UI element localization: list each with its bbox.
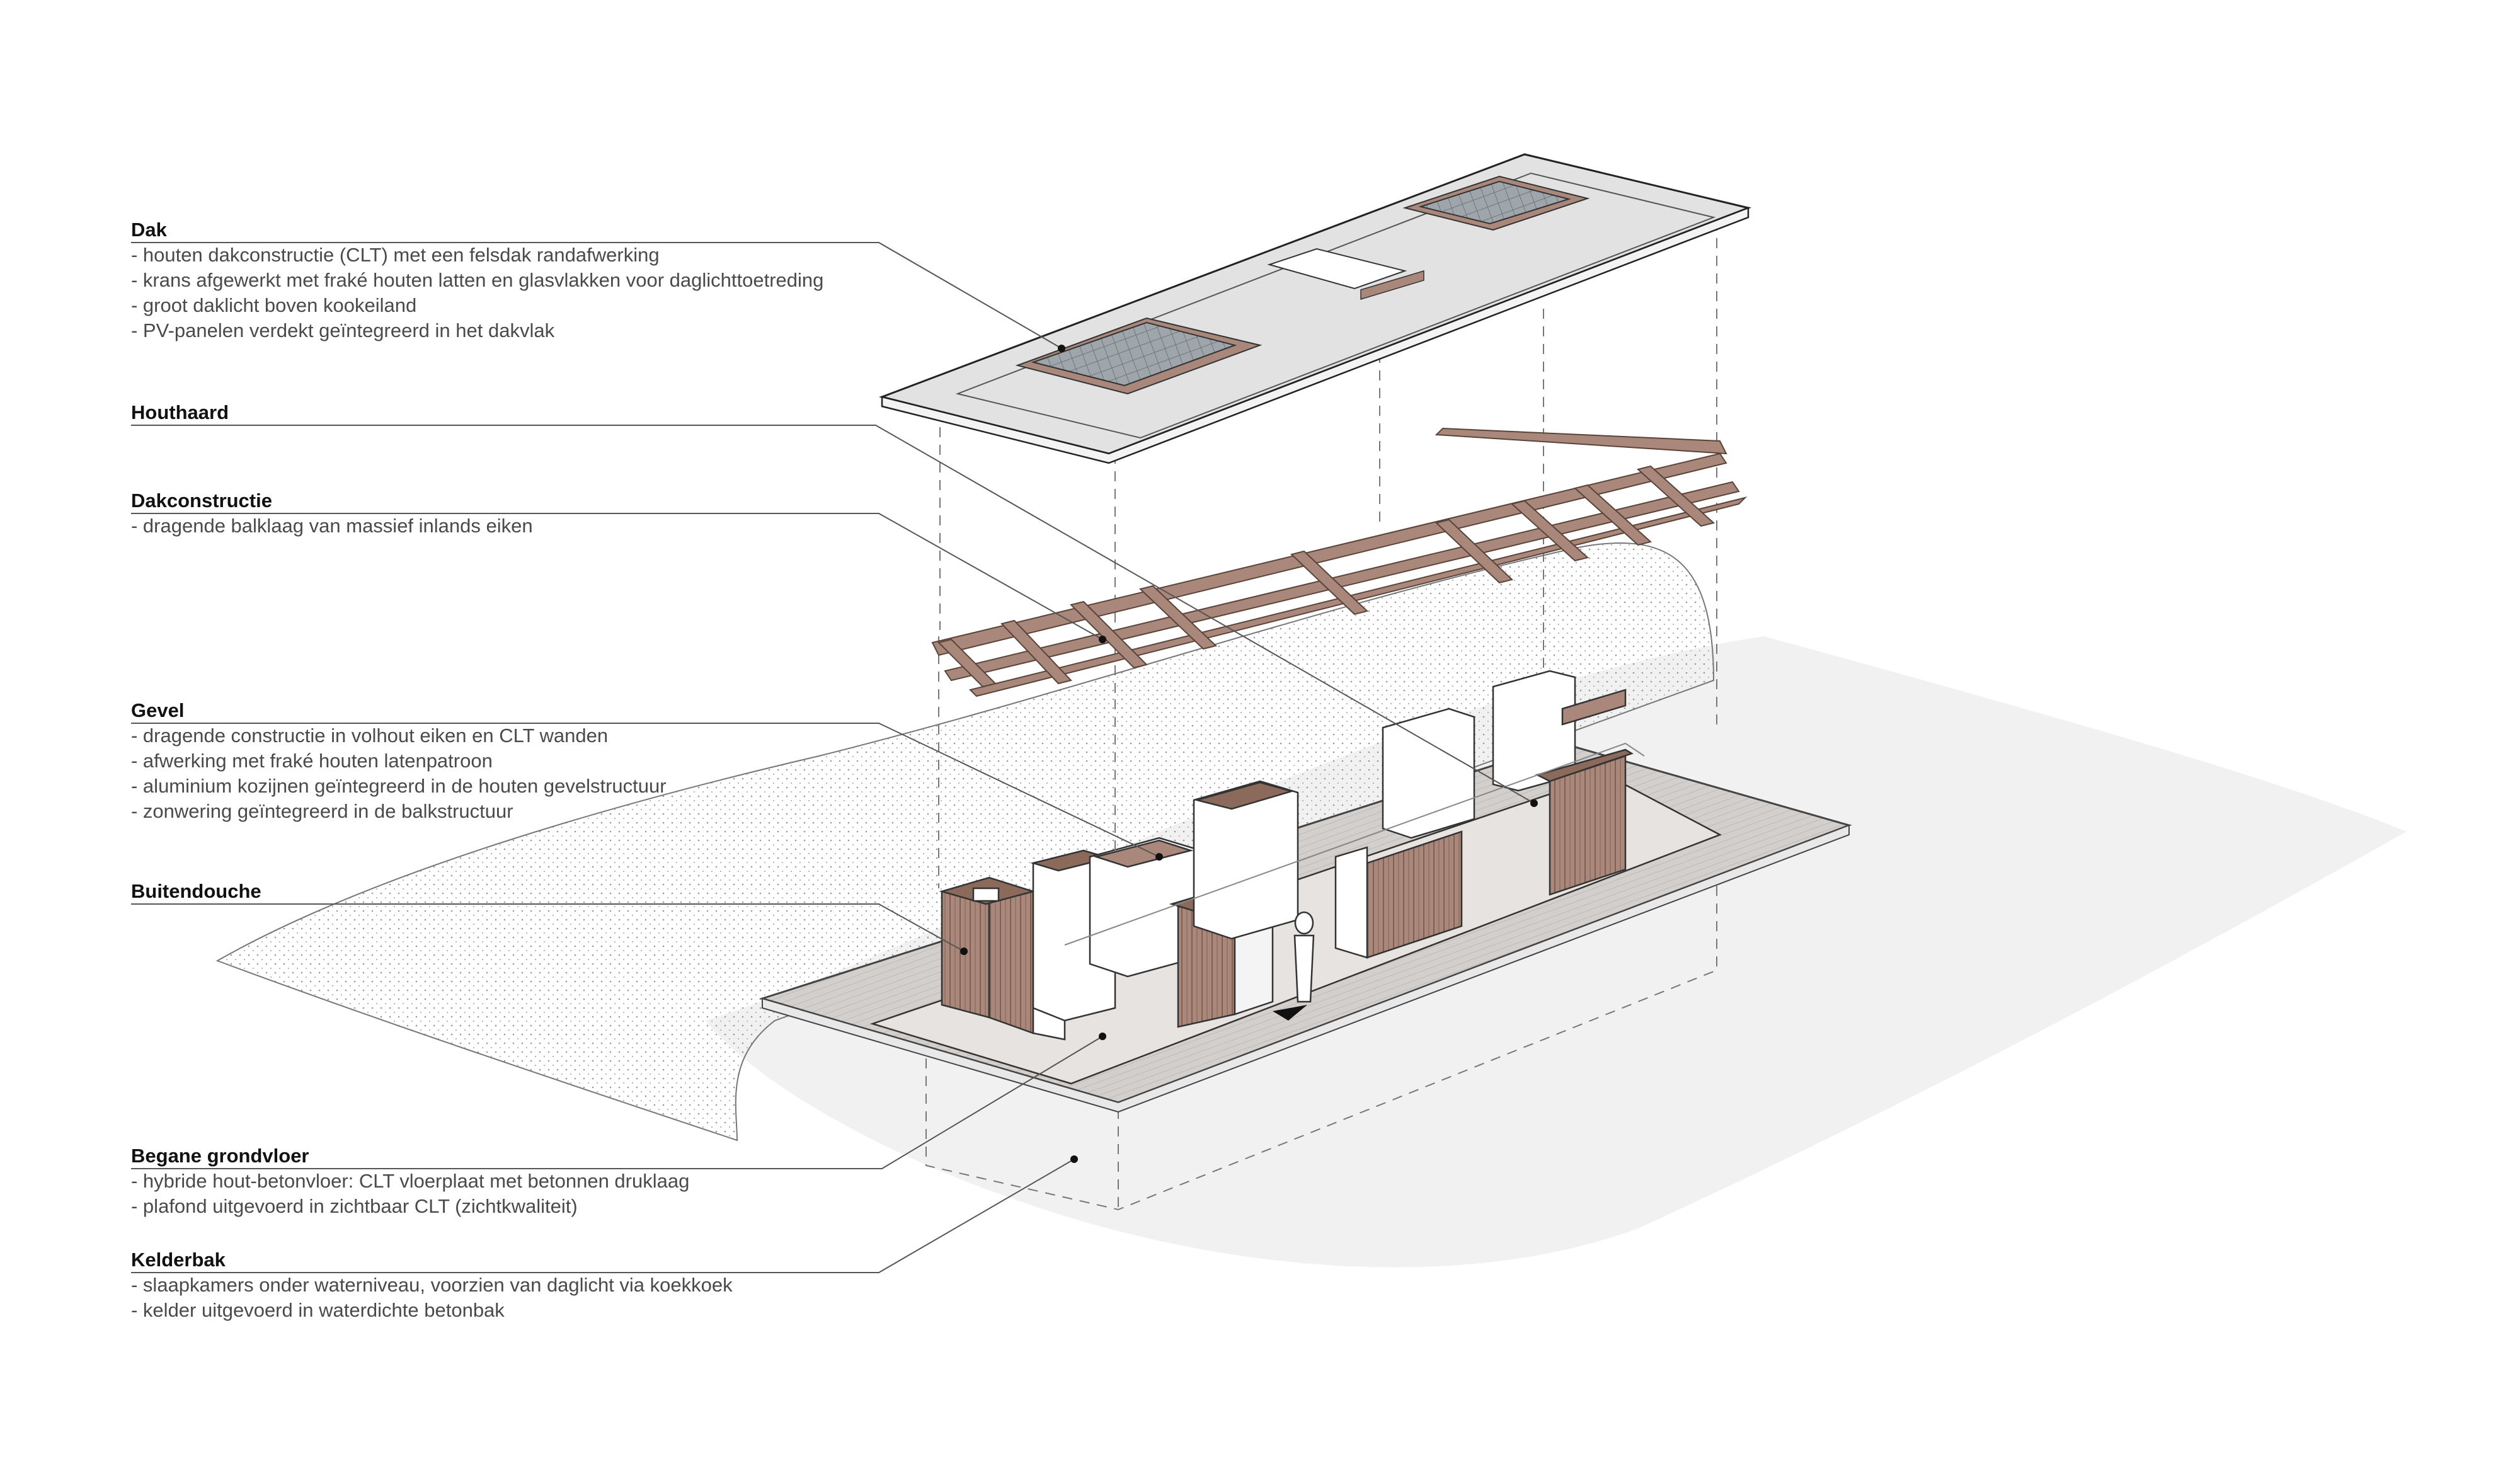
label-line: - aluminium kozijnen geïntegreerd in de … <box>131 775 667 797</box>
label-title: Dakconstructie <box>131 490 272 512</box>
label-title: Dak <box>131 219 167 241</box>
timber-grid <box>931 427 1748 697</box>
label-title: Buitendouche <box>131 880 261 902</box>
label-line: - slaapkamers onder waterniveau, voorzie… <box>131 1274 733 1296</box>
label-begane-grondvloer: Begane grondvloer - hybride hout-betonvl… <box>131 1143 689 1219</box>
label-line: - zonwering geïntegreerd in de balkstruc… <box>131 800 513 822</box>
leader-lines <box>131 242 1535 1273</box>
label-line: - hybride hout-betonvloer: CLT vloerplaa… <box>131 1170 690 1192</box>
label-line: - dragende balklaag van massief inlands … <box>131 515 533 537</box>
label-line: - groot daklicht boven kookeiland <box>131 294 417 316</box>
label-title: Gevel <box>131 699 185 721</box>
label-dak: Dak - houten dakconstructie (CLT) met ee… <box>131 217 823 343</box>
facade-modules <box>939 670 1645 1041</box>
label-buitendouche: Buitendouche <box>131 879 261 904</box>
label-line: - dragende constructie in volhout eiken … <box>131 724 609 747</box>
label-line: - kelder uitgevoerd in waterdichte beton… <box>131 1299 505 1321</box>
label-houthaard: Houthaard <box>131 400 229 425</box>
label-dakconstructie: Dakconstructie - dragende balklaag van m… <box>131 488 533 539</box>
label-title: Houthaard <box>131 401 229 423</box>
label-kelderbak: Kelderbak - slaapkamers onder waternivea… <box>131 1247 733 1323</box>
label-title: Begane grondvloer <box>131 1145 309 1167</box>
alignment-lines <box>938 220 1717 888</box>
label-line: - houten dakconstructie (CLT) met een fe… <box>131 244 660 266</box>
label-title: Kelderbak <box>131 1249 226 1271</box>
label-gevel: Gevel - dragende constructie in volhout … <box>131 698 667 824</box>
kelderbak-outline <box>925 876 1717 1211</box>
roof-slab <box>878 153 1752 464</box>
label-line: - plafond uitgevoerd in zichtbaar CLT (z… <box>131 1195 578 1217</box>
water-shadow <box>706 636 2407 1268</box>
label-line: - krans afgewerkt met fraké houten latte… <box>131 269 824 291</box>
label-line: - afwerking met fraké houten latenpatroo… <box>131 750 493 772</box>
label-line: - PV-panelen verdekt geïntegreerd in het… <box>131 319 555 341</box>
leader-dots <box>960 345 1538 1163</box>
